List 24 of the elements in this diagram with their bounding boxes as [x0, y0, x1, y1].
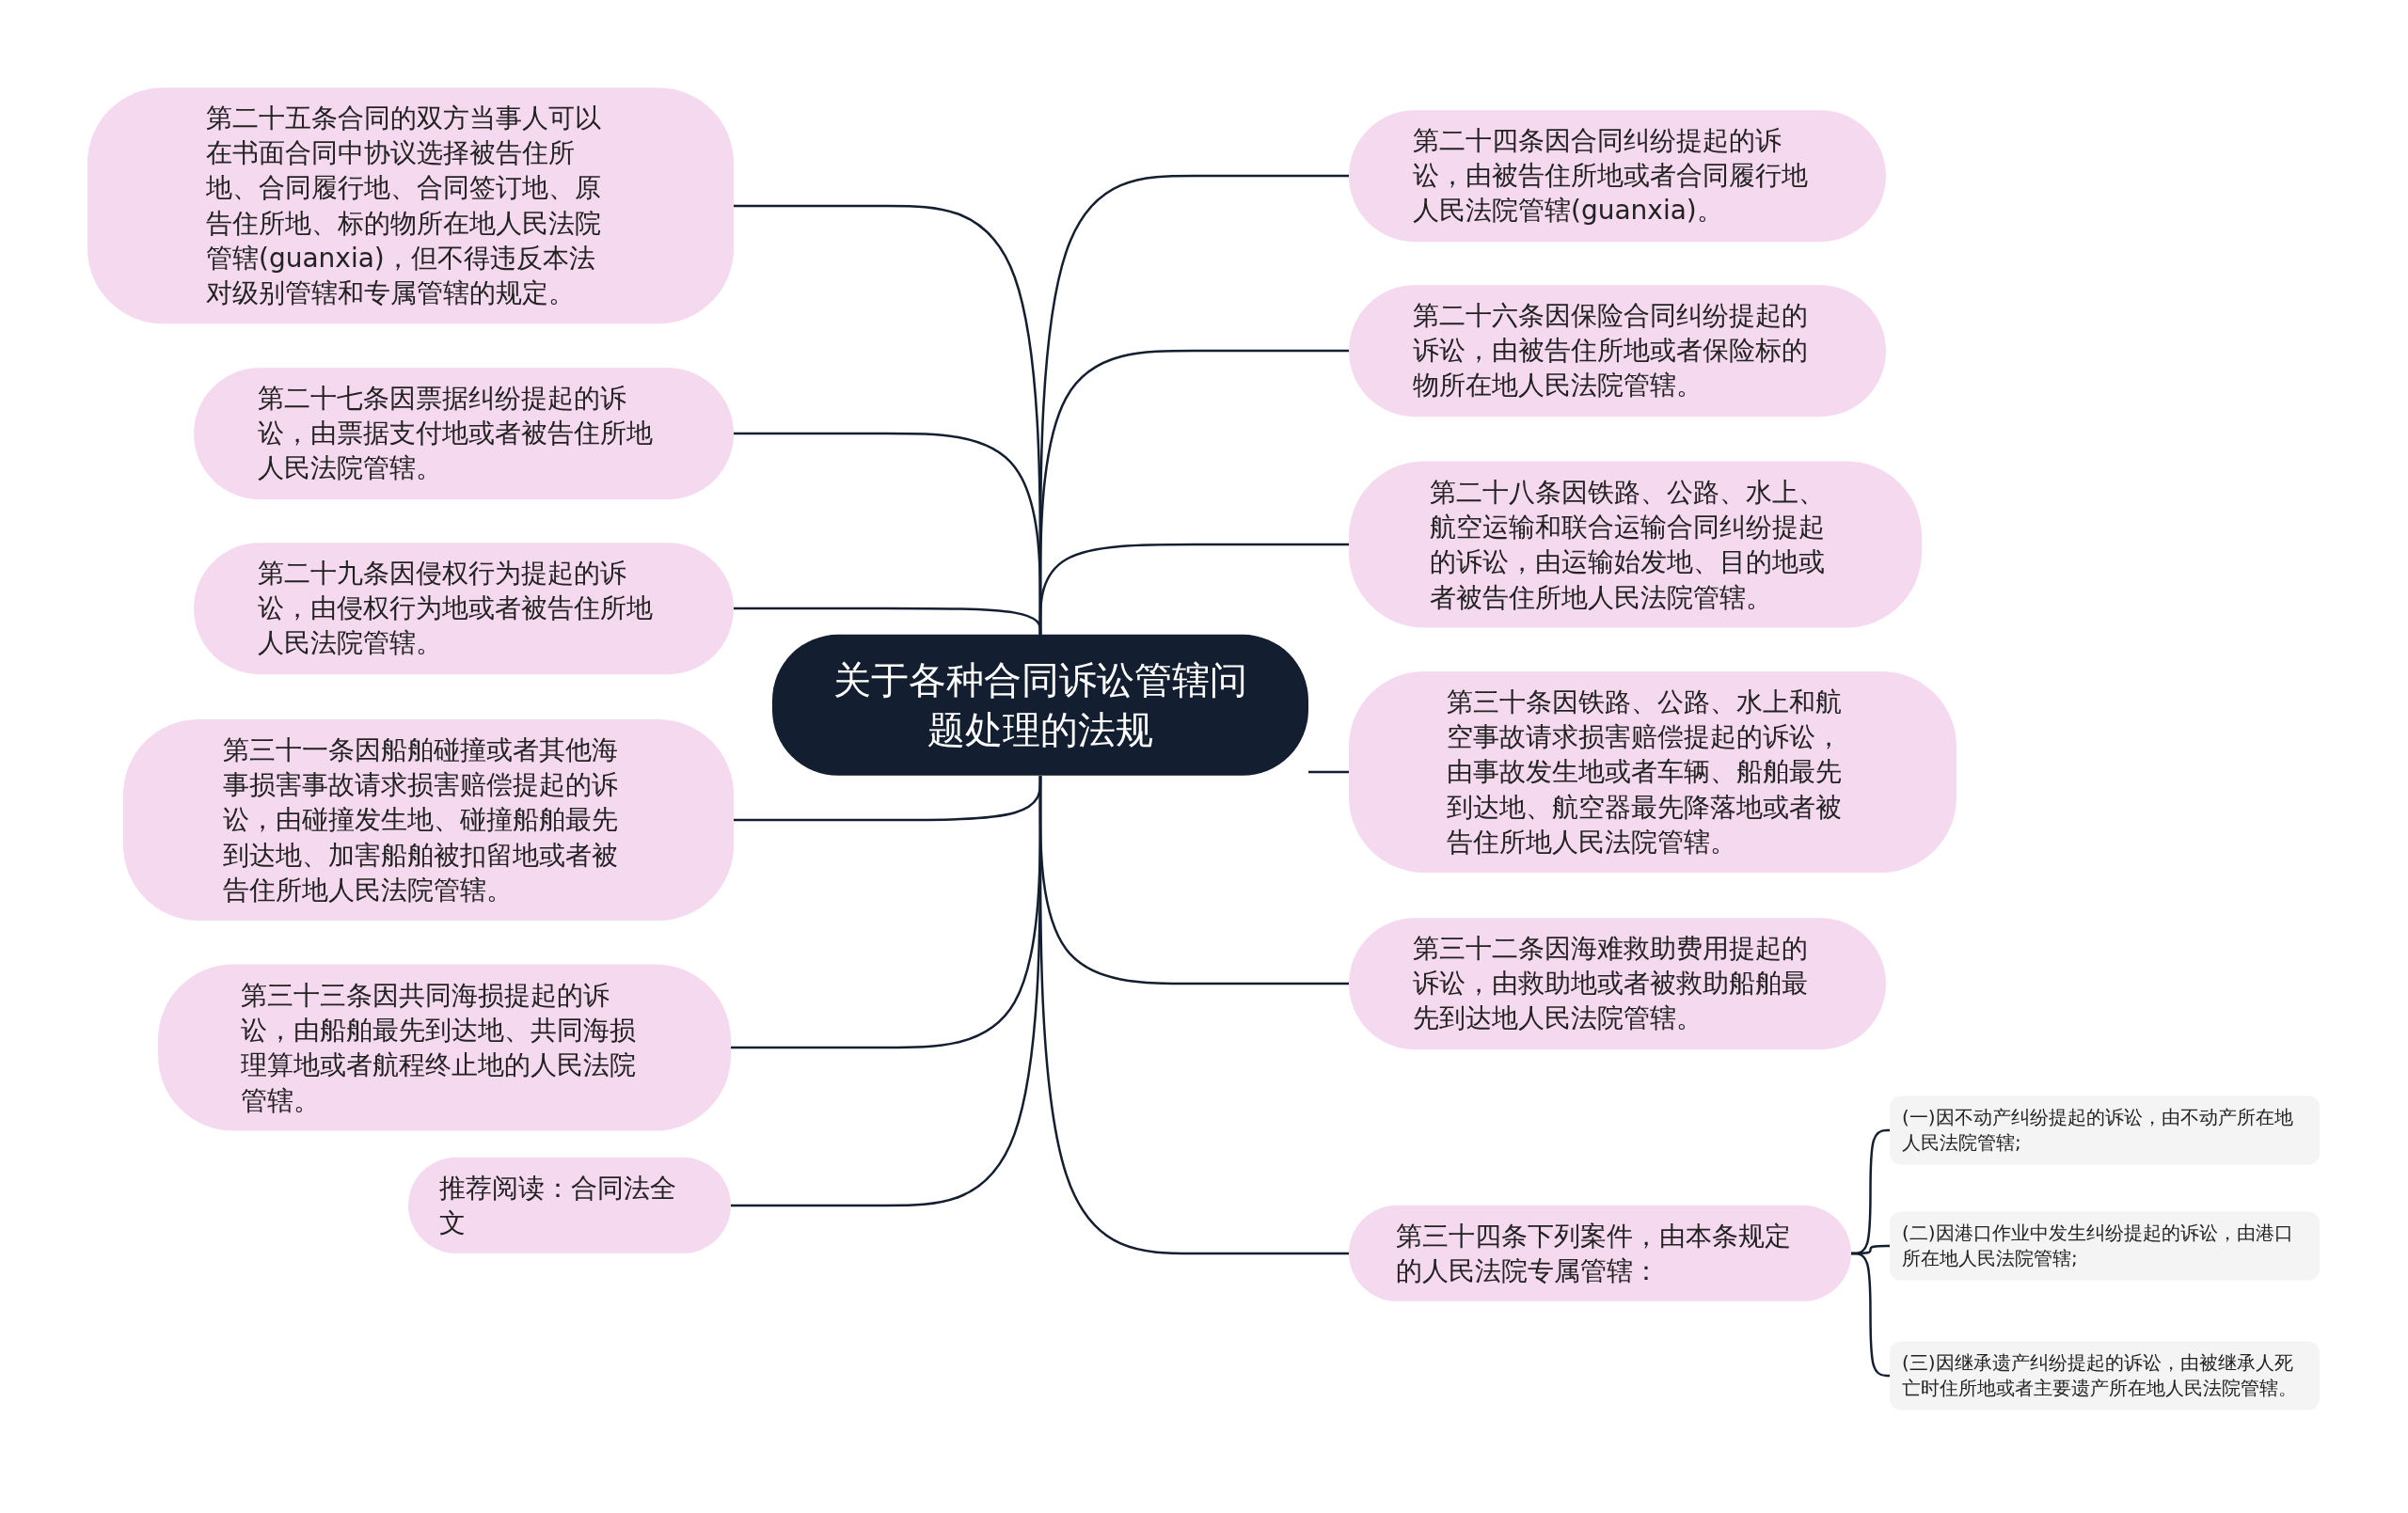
connector-line — [1307, 770, 1349, 774]
topic-pill — [87, 87, 734, 324]
subtopic-card — [1890, 1341, 2320, 1411]
topic-text: 第二十六条因保险合同纠纷提起的诉讼，由被告住所地或者保险标的物所在地人民法院管辖。 — [1413, 299, 1809, 403]
topic-text: 第三十三条因共同海损提起的诉讼，由船舶最先到达地、共同海损理算地或者航程终止地的人民法院管辖。 — [241, 978, 637, 1118]
connector-line — [1038, 543, 1349, 635]
topic-text: 第二十九条因侵权行为提起的诉讼，由侵权行为地或者被告住所地人民法院管辖。 — [258, 557, 654, 661]
connector-line — [1038, 776, 1349, 1255]
topic-text: 第三十四条下列案件，由本条规定的人民法院专属管辖： — [1396, 1219, 1792, 1288]
topic-text: 第三十二条因海难救助费用提起的诉讼，由救助地或者被救助船舶最先到达地人民法院管辖。 — [1413, 932, 1809, 1036]
topic-text: 第二十五条合同的双方当事人可以在书面合同中协议选择被告住所地、合同履行地、合同签订地、原告住所地、标的物所在地人民法院管辖(guanxia)，但不得违反本法对级别管辖和专属管辖的规定。 — [206, 102, 602, 311]
topic-text: 第二十八条因铁路、公路、水上、航空运输和联合运输合同纠纷提起的诉讼，由运输始发地、目的地或者被告住所地人民法院管辖。 — [1430, 475, 1826, 615]
subtopic-text: (三)因继承遗产纠纷提起的诉讼，由被继承人死亡时住所地或者主要遗产所在地人民法院管辖。 — [1902, 1350, 2298, 1401]
subtopic-text: (一)因不动产纠纷提起的诉讼，由不动产所在地人民法院管辖; — [1902, 1105, 2294, 1156]
topic-text: 第三十一条因船舶碰撞或者其他海事损害事故请求损害赔偿提起的诉讼，由碰撞发生地、碰撞船舶最先到达地、加害船舶被扣留地或者被告住所地人民法院管辖。 — [223, 733, 619, 907]
central-topic-text: 关于各种合同诉讼管辖问题处理的法规 — [832, 656, 1248, 753]
subtopic-card — [1890, 1095, 2320, 1165]
subtopic-card — [1890, 1211, 2320, 1281]
topic-text: 推荐阅读：合同法全文 — [439, 1171, 677, 1240]
topic-text: 第三十条因铁路、公路、水上和航空事故请求损害赔偿提起的诉讼，由事故发生地或者车辆、船舶最先到达地、航空器最先降落地或者被告住所地人民法院管辖。 — [1447, 685, 1843, 859]
subtopic-text: (二)因港口作业中发生纠纷提起的诉讼，由港口所在地人民法院管辖; — [1902, 1221, 2294, 1271]
topic-text: 第二十七条因票据纠纷提起的诉讼，由票据支付地或者被告住所地人民法院管辖。 — [258, 382, 654, 486]
connector-line — [1851, 1252, 1890, 1378]
topic-text: 第二十四条因合同纠纷提起的诉讼，由被告住所地或者合同履行地人民法院管辖(guanxia)。 — [1413, 124, 1809, 229]
